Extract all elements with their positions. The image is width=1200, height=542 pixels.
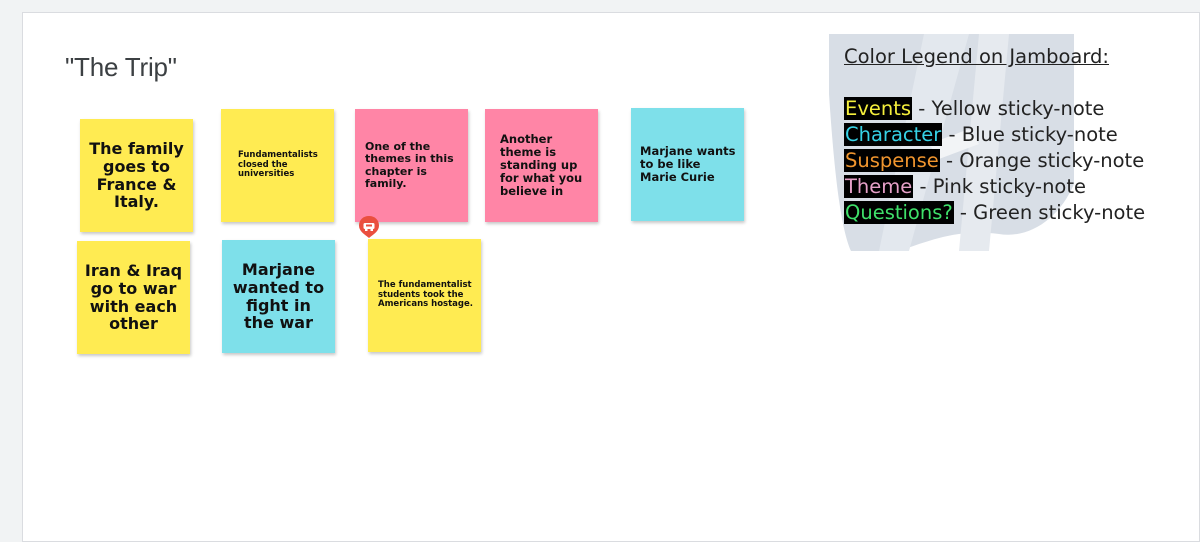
note-line: closed the [238,159,288,170]
legend-row-theme: Theme - Pink sticky-note [844,174,1174,200]
legend-tag-questions: Questions? [844,201,954,224]
sticky-note-pink[interactable]: Another theme is standing up for what yo… [485,109,598,222]
note-line: France & [96,174,177,194]
legend-tag-suspense: Suspense [844,149,940,172]
note-line: One of the [365,139,431,153]
sticky-note-yellow[interactable]: The family goes to France & Italy. [80,119,193,232]
legend-description: - Pink sticky-note [913,175,1087,198]
note-line: universities [238,169,295,180]
legend-tag-theme: Theme [844,175,914,198]
note-line: Marjane wants [640,144,736,159]
sticky-note-yellow[interactable]: Fundamentalists closed the universities [221,109,334,222]
legend-title: Color Legend on Jamboard: [844,45,1110,68]
note-line: goes to [102,156,171,176]
note-line: believe in [500,183,564,198]
note-line: themes in this [365,152,454,166]
legend-row-events: Events - Yellow sticky-note [844,96,1174,122]
note-line: theme is [500,145,557,160]
note-line: students took the [378,289,464,300]
note-line: chapter is [365,164,427,178]
note-line: for what you [500,170,583,185]
sticky-note-blue[interactable]: Marjane wants to be like Marie Curie [631,108,744,221]
legend-description: - Blue sticky-note [942,123,1118,146]
note-line: wanted to [232,277,325,297]
note-line: other [109,314,158,334]
note-line: Americans hostage. [378,299,473,310]
note-line: family. [365,176,407,190]
legend-tag-events: Events [844,97,913,120]
legend-description: - Yellow sticky-note [912,97,1105,120]
note-line: Italy. [114,192,159,212]
note-line: Another [500,132,553,147]
note-line: Marjane [241,259,316,279]
note-line: with each [89,296,178,316]
color-legend[interactable]: Color Legend on Jamboard: Events - Yello… [844,44,1174,226]
legend-description: - Orange sticky-note [939,149,1145,172]
note-line: The fundamentalist [378,280,472,291]
note-line: The family [89,138,184,158]
note-line: to be like [640,157,701,172]
note-line: Iran & Iraq [84,260,183,280]
sticky-note-pink[interactable]: One of the themes in this chapter is fam… [355,109,468,222]
note-line: the war [244,313,313,333]
sticky-note-blue[interactable]: Marjane wanted to fight in the war [222,240,335,353]
legend-tag-character: Character [844,123,943,146]
note-line: go to war [90,278,177,298]
note-line: Marie Curie [640,169,715,184]
legend-row-questions: Questions? - Green sticky-note [844,200,1174,226]
note-line: Fundamentalists [238,150,318,161]
legend-row-character: Character - Blue sticky-note [844,122,1174,148]
note-line: fight in [246,295,311,315]
board-title: "The Trip" [65,52,177,82]
sticky-note-yellow[interactable]: Iran & Iraq go to war with each other [77,241,190,354]
collaborator-cursor-icon [359,216,379,238]
sticky-note-yellow[interactable]: The fundamentalist students took the Ame… [368,239,481,352]
legend-row-suspense: Suspense - Orange sticky-note [844,148,1174,174]
legend-description: - Green sticky-note [953,201,1146,224]
note-line: standing up [500,158,578,173]
